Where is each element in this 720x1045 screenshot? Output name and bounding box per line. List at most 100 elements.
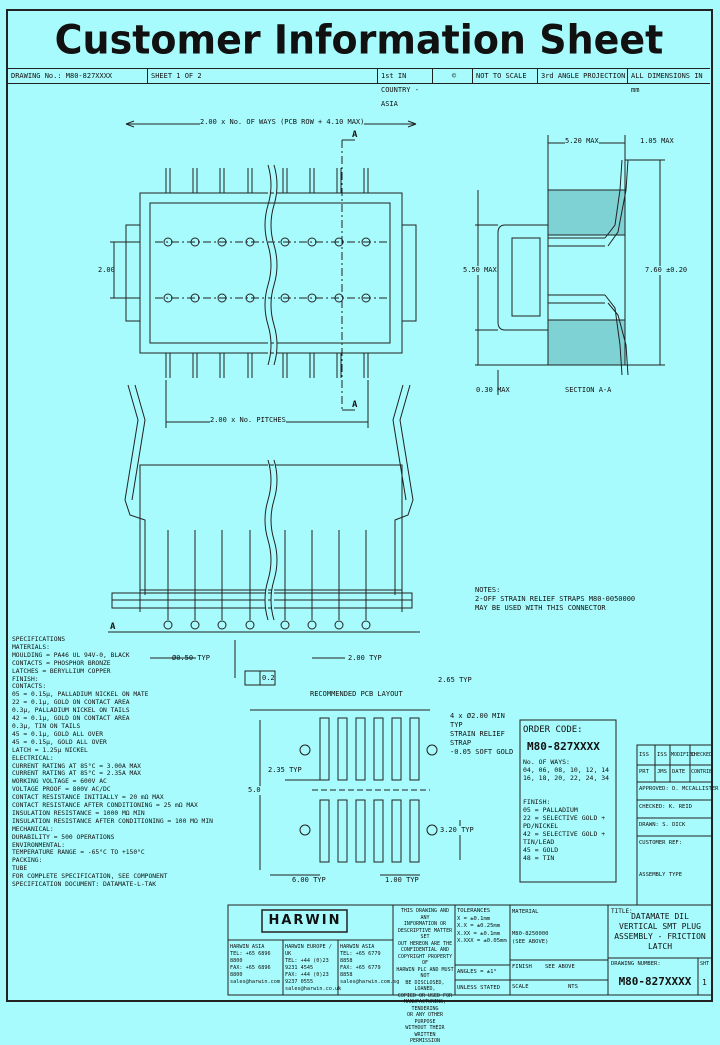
ways-label: No. OF WAYS:	[523, 758, 570, 766]
dim-7-60: 7.60 ±0.20	[645, 266, 688, 275]
specifications-block: SPECIFICATIONS MATERIALS: MOULDING = PA4…	[12, 636, 227, 889]
dim-2-00: 2.00	[98, 266, 115, 274]
spec-line: ELECTRICAL:	[12, 754, 54, 762]
pitch-typ: 2.00 TYP	[348, 654, 382, 662]
tol-dim: Ø0.50 TYP	[172, 654, 210, 662]
notes-block: NOTES: 2-OFF STRAIN RELIEF STRAPS M80-00…	[475, 586, 645, 613]
scale-title: SCALE	[512, 984, 529, 990]
rev-h2: ISS	[657, 752, 667, 758]
sheet-no: SHEET 1 OF 2	[148, 69, 378, 83]
drawing-number: M80-827XXXX	[618, 975, 692, 988]
tol-unless: UNLESS STATED	[457, 985, 501, 991]
spec-line: SPECIFICATIONS	[12, 636, 66, 643]
harwin-logo-frame	[261, 909, 348, 933]
spec-line: MATERIALS:	[12, 643, 50, 651]
spec-line: PACKING:	[12, 857, 43, 865]
drawing-number-label: DRAWING NUMBER:	[611, 961, 661, 967]
title-label: TITLE:	[611, 908, 633, 915]
rev-r3: DATE	[672, 769, 686, 775]
spec-line: INSULATION RESISTANCE = 1000 MΩ MIN	[12, 809, 145, 817]
harwin-logo: HARWIN	[268, 913, 342, 928]
header-strip: DRAWING No.: M80-827XXXX SHEET 1 OF 2 1s…	[8, 68, 710, 108]
pcb-5-0: 5.0	[248, 786, 261, 795]
spec-line: CURRENT RATING AT 85°C = 2.35A MAX	[12, 770, 141, 778]
order-code-value: M80-827XXXX	[527, 740, 600, 753]
spec-line: FINISH:	[12, 675, 39, 683]
drawn-label: DRAWN: S. DICK	[639, 822, 686, 828]
rev-r4: CONTRIB	[691, 769, 713, 775]
finish-option: 05 = PALLADIUM	[523, 806, 578, 814]
spec-line: WORKING VOLTAGE = 600V AC	[12, 778, 107, 786]
spec-line: 0.3μ, TIN ON TAILS	[12, 722, 81, 730]
sheet-title: Customer Information Sheet	[54, 16, 664, 64]
pcb-hole-note: 4 x Ø2.00 MIN TYP STRAIN RELIEF STRAP -0…	[450, 712, 520, 757]
spec-line: DURABILITY = 500 OPERATIONS	[12, 833, 115, 841]
pcb-2-35: 2.35 TYP	[268, 766, 302, 774]
spec-line: CONTACT RESISTANCE AFTER CONDITIONING = …	[12, 802, 198, 810]
copyright-symbol: ©	[433, 69, 473, 83]
spec-line: MECHANICAL:	[12, 825, 54, 833]
order-code-title: ORDER CODE:	[523, 725, 583, 735]
dim-units: ALL DIMENSIONS IN mm	[631, 72, 703, 94]
notes-title: NOTES:	[475, 586, 501, 594]
section-label: SECTION A-A	[565, 386, 612, 394]
spec-line: 05 = 0.15μ, PALLADIUM NICKEL ON MATE	[12, 691, 149, 699]
pcb-layout-title: RECOMMENDED PCB LAYOUT	[310, 690, 403, 698]
rev-h1: ISS	[639, 752, 649, 758]
dim-5-50: 5.50 MAX	[463, 266, 497, 275]
spec-line: SPECIFICATION DOCUMENT: DATAMATE-L-TAK	[12, 881, 157, 889]
spec-line: MOULDING = PA46 UL 94V-0, BLACK	[12, 651, 130, 659]
drawing-no: DRAWING No.: M80-827XXXX	[8, 69, 148, 83]
first-angle: 1st IN COUNTRY - ASIA	[378, 69, 433, 108]
rev-r1: PRT	[639, 769, 649, 775]
finish-option: 45 = GOLD	[523, 846, 559, 854]
pcb-2-65: 2.65 TYP	[438, 676, 472, 684]
pcb-6-00: 6.00 TYP	[292, 876, 326, 884]
finish-title: FINISH	[512, 964, 532, 970]
spec-line: CONTACT RESISTANCE INITIALLY = 20 mΩ MAX	[12, 794, 164, 802]
tol-ref: 0.2	[262, 674, 275, 682]
section-a-bottom: A	[352, 400, 358, 410]
front-pins	[163, 530, 371, 630]
projection: 3rd ANGLE PROJECTION	[538, 69, 628, 83]
dim-5-20: 5.20 MAX	[565, 137, 599, 146]
finish-label: FINISH:	[523, 798, 551, 806]
finish-option: 48 = TIN	[523, 854, 555, 862]
spec-line: TEMPERATURE RANGE = -65°C TO +150°C	[12, 849, 145, 857]
sheet-label: SHT	[700, 961, 710, 967]
pcb-3-20: 3.20 TYP	[440, 826, 474, 835]
pcb-hole-note-3: -0.05 SOFT GOLD	[450, 748, 514, 756]
spec-line: INSULATION RESISTANCE AFTER CONDITIONING…	[12, 817, 213, 825]
notes-line-2: MAY BE USED WITH THIS CONNECTOR	[475, 604, 606, 612]
scale-value: NTS	[568, 984, 578, 990]
spec-line: FOR COMPLETE SPECIFICATION, SEE COMPONEN…	[12, 873, 168, 881]
tol-angles: ANGLES = ±1°	[457, 969, 497, 975]
section-a-top: A	[352, 130, 358, 140]
assembly-type: ASSEMBLY TYPE	[639, 872, 683, 878]
approved-label: APPROVED: D. MCCALLISTER	[639, 786, 719, 792]
spec-line: 0.3μ, PALLADIUM NICKEL ON TAILS	[12, 707, 130, 715]
pcb-1-00: 1.00 TYP	[385, 876, 419, 884]
rev-h4: CHECKED	[691, 752, 713, 758]
spec-line: CONTACTS:	[12, 683, 47, 691]
dim-0-30: 0.30 MAX	[476, 386, 510, 394]
pitch-dim: 2.00 x No. PITCHES	[210, 416, 286, 425]
dim-1-05: 1.05 MAX	[640, 137, 674, 145]
technical-drawing	[6, 9, 713, 1002]
spec-line: 45 = 0.15μ, GOLD ALL OVER	[12, 738, 107, 746]
finish-option: 42 = SELECTIVE GOLD + TIN/LEAD	[523, 830, 606, 846]
rev-r2: JMS	[657, 769, 667, 775]
notes-line-1: 2-OFF STRAIN RELIEF STRAPS M80-0050000	[475, 595, 636, 603]
spec-line: 42 = 0.1μ, GOLD ON CONTACT AREA	[12, 715, 130, 723]
spec-line: 45 = 0.1μ, GOLD ALL OVER	[12, 730, 103, 738]
spec-line: LATCHES = BERYLLIUM COPPER	[12, 667, 111, 675]
spec-line: LATCH = 1.25μ NICKEL	[12, 746, 88, 754]
not-to-scale: NOT TO SCALE	[473, 69, 538, 83]
pcb-pads	[319, 717, 420, 863]
